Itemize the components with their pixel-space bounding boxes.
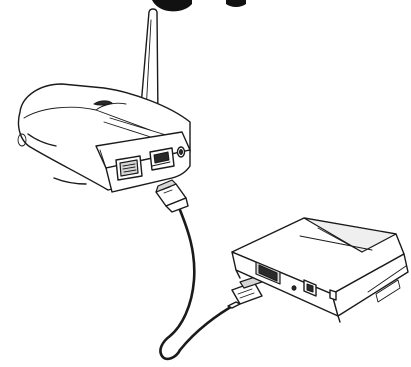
rj45-plug-icon-hub-side [228,276,262,308]
camera-ethernet-port [116,156,142,180]
heading-fragment [152,0,246,11]
router-small-jack [330,290,336,300]
camera-device [18,9,190,192]
router-device [232,218,408,322]
camera-usb-port [150,148,174,170]
rj45-plug-icon [156,180,188,212]
